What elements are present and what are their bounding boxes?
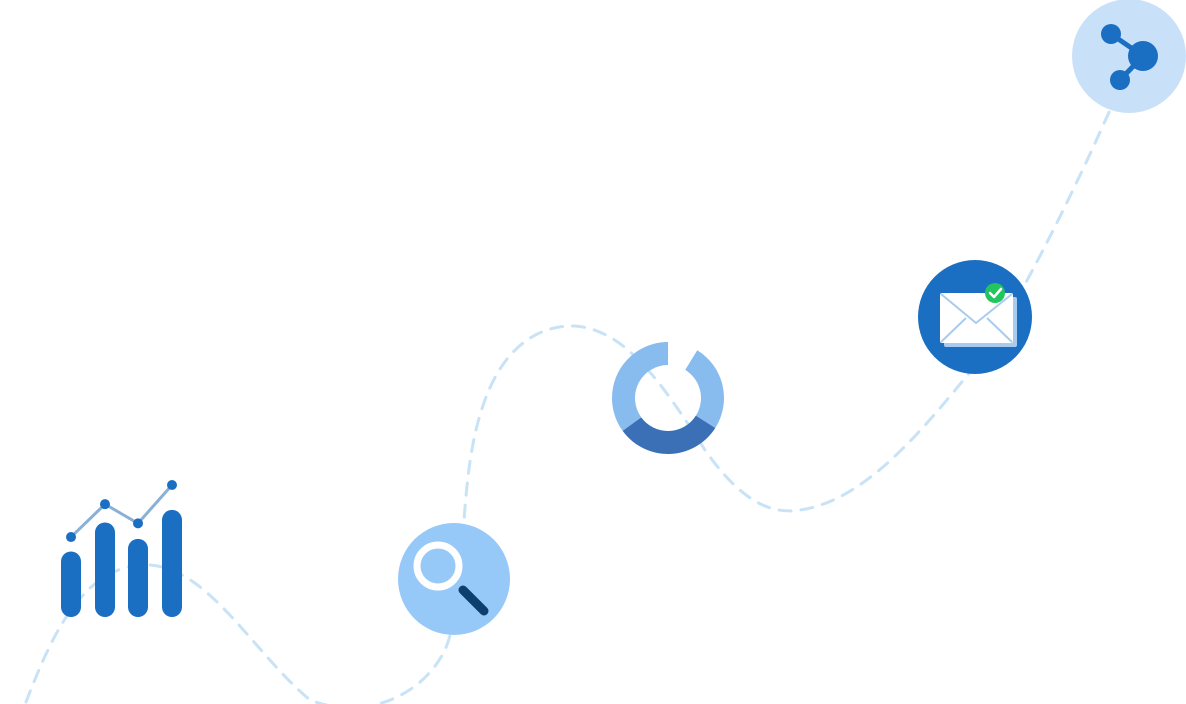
email-check-icon [918,260,1032,374]
share-node [1101,24,1121,44]
bar-chart-icon [61,480,182,617]
check-badge [985,283,1005,303]
donut-segment-light [612,342,724,431]
magnifier-lens [413,541,463,591]
donut-segment-dark [622,415,716,454]
envelope-flap [940,293,1013,325]
chart-bar [162,509,182,617]
trend-point [133,518,143,529]
trend-line [69,484,174,539]
donut-chart-icon [612,342,724,454]
trend-point [66,532,76,543]
chart-bar [95,522,115,617]
trend-point [167,480,177,490]
magnifier-icon [398,523,510,635]
chart-bar [61,551,81,617]
magnifier-handle [458,585,489,616]
envelope-fold [940,317,967,343]
share-node [1128,41,1158,71]
check-mark-icon [988,287,1003,299]
share-icon [1072,0,1186,113]
trend-point [100,499,110,510]
dashed-journey-path [24,108,1112,704]
envelope-fold-right [986,317,1013,343]
envelope-body [940,293,1013,343]
share-node [1110,70,1130,90]
chart-bar [128,538,148,617]
